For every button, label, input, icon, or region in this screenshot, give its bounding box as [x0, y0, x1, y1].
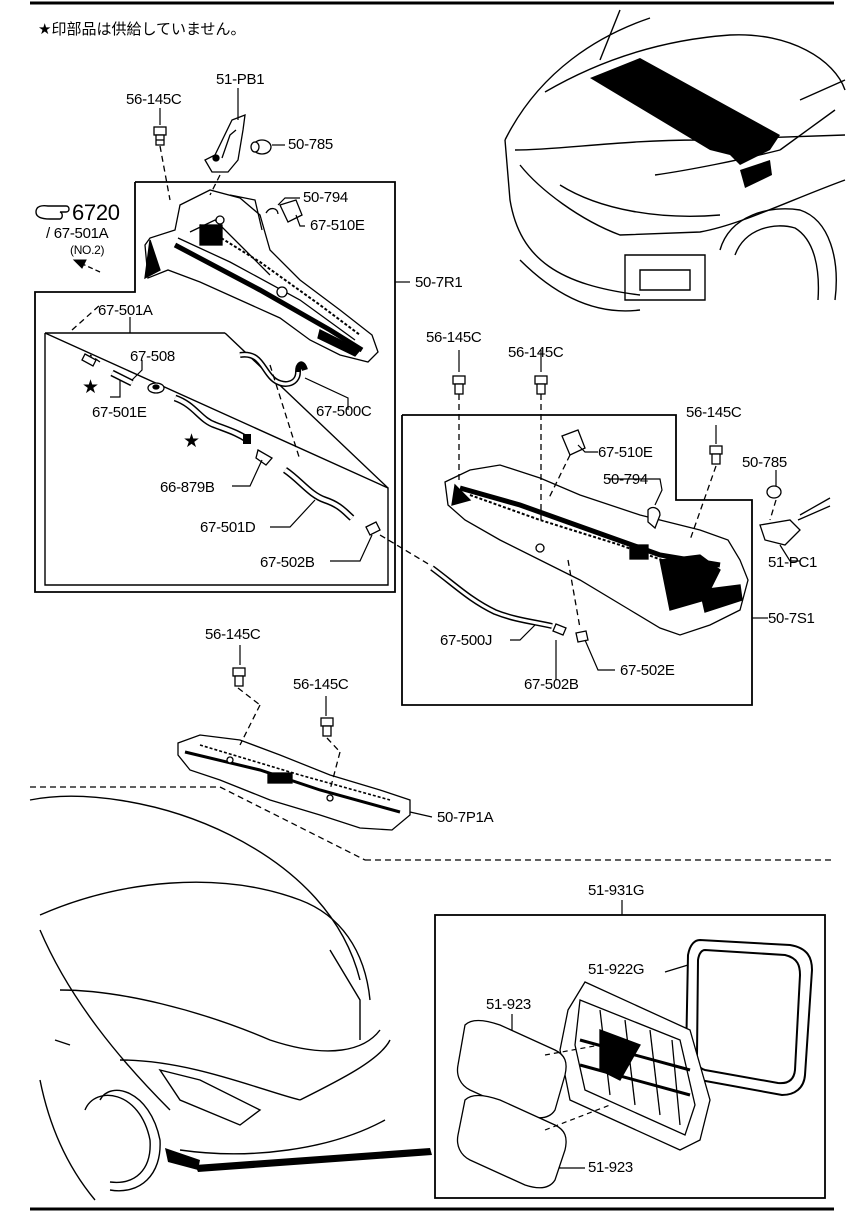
label-51-PC1[interactable]: 51-PC1 [768, 554, 818, 571]
label-56-145C-d[interactable]: 56-145C [686, 404, 742, 421]
ref-sub-part: / 67-501A [46, 225, 109, 242]
dashed-leaders [30, 145, 835, 861]
label-50-794-b[interactable]: 50-794 [603, 471, 648, 488]
label-51-931G[interactable]: 51-931G [588, 882, 645, 899]
label-67-502E[interactable]: 67-502E [620, 662, 675, 679]
label-50-785-b[interactable]: 50-785 [742, 454, 787, 471]
label-50-7R1[interactable]: 50-7R1 [415, 274, 463, 291]
label-50-785-a[interactable]: 50-785 [288, 136, 333, 153]
bolt-56-145C-f [320, 717, 334, 737]
label-50-794-a[interactable]: 50-794 [303, 189, 348, 206]
star-mark-1: ★ [82, 377, 99, 398]
label-67-501A[interactable]: 67-501A [98, 302, 153, 319]
cowl-highlight-small [740, 160, 772, 188]
label-50-7S1[interactable]: 50-7S1 [768, 610, 815, 627]
ref-sub-part-code[interactable]: 67-501A [53, 225, 109, 242]
label-67-501E[interactable]: 67-501E [92, 404, 147, 421]
label-51-PB1[interactable]: 51-PB1 [216, 71, 265, 88]
box-67-501A-outline-outer [34, 182, 396, 593]
bracket-51-PB1 [204, 114, 246, 173]
label-50-7P1A[interactable]: 50-7P1A [437, 809, 494, 826]
windshield-cowl-highlight [590, 58, 780, 165]
connector-67-502B-a [365, 521, 381, 536]
bolt-56-145C-c [534, 375, 548, 395]
connector-67-502B-b [552, 623, 567, 636]
check-valve-star [81, 353, 97, 367]
pointer-band [195, 1148, 432, 1172]
cowl-panel-right [444, 464, 749, 636]
label-66-879B[interactable]: 66-879B [160, 479, 215, 496]
label-67-510E-a[interactable]: 67-510E [310, 217, 365, 234]
label-67-500C[interactable]: 67-500C [316, 403, 372, 420]
cowl-panel-left [144, 189, 379, 363]
gasket-51-922G [684, 938, 814, 1097]
flap-51-923-upper [456, 1019, 567, 1119]
clip-50-785-top [250, 139, 272, 155]
label-67-510E-b[interactable]: 67-510E [598, 444, 653, 461]
box-50-7R1-outline [135, 181, 396, 485]
car-rear-illustration [29, 795, 391, 1201]
ref-sub-note: (NO.2) [70, 243, 105, 257]
label-67-500J[interactable]: 67-500J [440, 632, 493, 649]
label-56-145C-a[interactable]: 56-145C [126, 91, 182, 108]
header-note: ★印部品は供給していません。 [38, 20, 246, 38]
vent-grille-frame [559, 981, 711, 1151]
bolt-56-145C-d [709, 445, 723, 465]
hose-long-star [173, 394, 251, 444]
hand-pointer-icon [35, 204, 70, 220]
label-56-145C-f[interactable]: 56-145C [293, 676, 349, 693]
hose-67-501E [110, 369, 134, 387]
arrow-to-no2 [72, 259, 101, 273]
box-51-931G-outline [434, 914, 826, 1199]
label-67-501D[interactable]: 67-501D [200, 519, 256, 536]
joint-67-502E [575, 630, 589, 643]
label-56-145C-c[interactable]: 56-145C [508, 344, 564, 361]
cowl-panel-lower-50-7P1A [177, 734, 411, 831]
label-51-923-b[interactable]: 51-923 [588, 1159, 633, 1176]
box-50-7S1-outline [401, 414, 753, 706]
label-67-502B-b[interactable]: 67-502B [524, 676, 579, 693]
grommet-67-508 [147, 382, 165, 394]
bolt-56-145C-e [232, 667, 246, 687]
rear-vent-highlight [165, 1148, 200, 1170]
grommet-50-794-b [647, 506, 661, 530]
star-mark-2: ★ [183, 431, 200, 452]
label-56-145C-e[interactable]: 56-145C [205, 626, 261, 643]
bolt-56-145C-a [153, 126, 167, 146]
joint-66-879B [255, 449, 274, 466]
hose-67-500J [430, 565, 553, 629]
label-51-922G[interactable]: 51-922G [588, 961, 645, 978]
flap-51-923-lower [456, 1094, 567, 1189]
label-51-923-a[interactable]: 51-923 [486, 996, 531, 1013]
hose-67-501D [282, 467, 355, 521]
flap-dashed-leaders [544, 1044, 611, 1131]
ref-page-number[interactable]: 6720 [72, 200, 120, 225]
label-67-508[interactable]: 67-508 [130, 348, 175, 365]
nozzle-67-510E-a [265, 199, 303, 223]
nozzle-67-510E-b [561, 429, 586, 456]
car-front-illustration [504, 9, 846, 312]
bolt-56-145C-b [452, 375, 466, 395]
bracket-51-PC1 [759, 497, 831, 546]
label-67-502B-a[interactable]: 67-502B [260, 554, 315, 571]
clip-50-785-b [766, 485, 782, 499]
box-67-501A-outline-inner [44, 332, 389, 586]
label-56-145C-b[interactable]: 56-145C [426, 329, 482, 346]
